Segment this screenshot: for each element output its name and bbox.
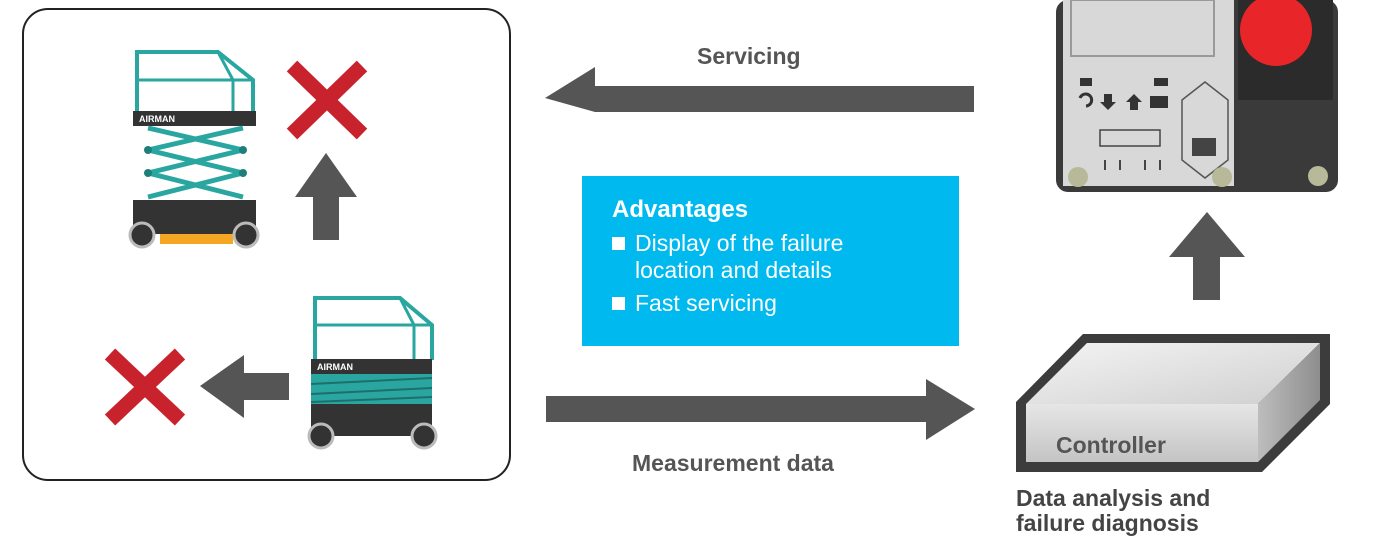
square-bullet-icon (612, 297, 625, 310)
cross-icon (286, 60, 368, 140)
analysis-line: Data analysis and (1016, 485, 1211, 511)
advantages-title: Advantages (612, 196, 749, 223)
controller-box (1016, 334, 1330, 472)
servicing-label: Servicing (697, 43, 801, 69)
advantage-text: Display of the failure location and deta… (635, 230, 843, 284)
up-arrow-icon (295, 153, 357, 240)
control-panel (1056, 0, 1338, 192)
controller-label: Controller (1056, 432, 1166, 458)
brand-label: AIRMAN (139, 114, 175, 124)
scissor-lift-extended: AIRMAN (128, 50, 260, 249)
cross-icon (104, 348, 186, 426)
analysis-label: Data analysis and failure diagnosis (1016, 486, 1210, 536)
left-arrow-icon (200, 355, 289, 418)
measurement-data-label: Measurement data (632, 450, 834, 476)
advantages-box: Advantages Display of the failure locati… (582, 176, 959, 346)
advantage-item: Display of the failure location and deta… (612, 230, 959, 284)
measurement-arrow (546, 379, 975, 440)
square-bullet-icon (612, 237, 625, 250)
advantage-item: Fast servicing (612, 290, 959, 317)
analysis-line: failure diagnosis (1016, 510, 1199, 536)
servicing-arrow (545, 67, 974, 112)
machine-panel (22, 8, 511, 481)
advantage-line: Display of the failure (635, 230, 844, 256)
scissor-lift-lowered: AIRMAN (307, 296, 438, 450)
controller-up-arrow (1169, 212, 1245, 300)
advantage-line: location and details (635, 257, 832, 283)
advantage-text: Fast servicing (635, 290, 777, 316)
stop-button-icon (1240, 0, 1312, 66)
brand-label: AIRMAN (317, 362, 353, 372)
